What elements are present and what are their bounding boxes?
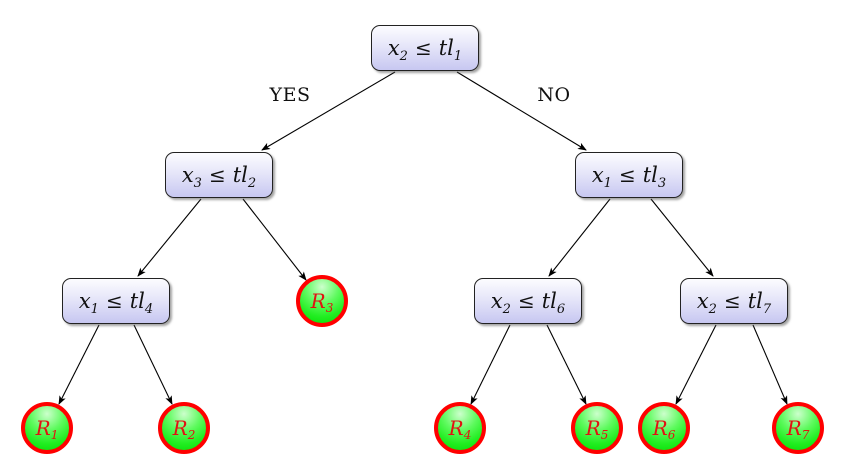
leaf-r2: R2 — [158, 402, 210, 454]
leaf-r5: R5 — [571, 402, 623, 454]
node-condition: x1≤tl4 — [78, 289, 154, 317]
node-x1-tl3: x1≤tl3 — [575, 152, 683, 198]
edge-n1-n3 — [456, 71, 587, 151]
node-condition: x1≤tl3 — [591, 163, 667, 191]
node-x1-tl4: x1≤tl4 — [62, 278, 170, 324]
leaf-r6: R6 — [638, 402, 690, 454]
node-condition: x3≤tl2 — [181, 163, 257, 191]
node-condition: x2≤tl6 — [490, 289, 566, 317]
edge-n7-r7 — [752, 324, 788, 405]
edge-n3-n7 — [650, 198, 714, 277]
node-root-x2-tl1: x2≤tl1 — [371, 25, 479, 71]
leaf-label: R6 — [652, 416, 676, 442]
edge-n4-r1 — [58, 324, 100, 405]
edge-n6-r4 — [470, 324, 511, 405]
node-x2-tl7: x2≤tl7 — [680, 278, 788, 324]
leaf-label: R2 — [172, 416, 196, 442]
leaf-label: R5 — [585, 416, 609, 442]
node-condition: x2≤tl1 — [387, 36, 463, 64]
edge-n6-r5 — [546, 324, 587, 405]
leaf-label: R1 — [35, 416, 59, 442]
node-x2-tl6: x2≤tl6 — [474, 278, 582, 324]
edge-n4-r2 — [133, 324, 173, 405]
leaf-r3: R3 — [296, 275, 348, 327]
leaf-label: R3 — [310, 289, 334, 315]
node-condition: x2≤tl7 — [696, 289, 772, 317]
leaf-r1: R1 — [21, 402, 73, 454]
edge-n1-n2 — [261, 71, 396, 151]
edge-n2-r3 — [242, 198, 307, 281]
edge-label-no: NO — [537, 84, 571, 106]
leaf-label: R4 — [448, 416, 472, 442]
leaf-r7: R7 — [772, 402, 824, 454]
node-x3-tl2: x3≤tl2 — [165, 152, 273, 198]
leaf-label: R7 — [786, 416, 810, 442]
edge-n3-n6 — [548, 198, 611, 277]
edge-label-yes: YES — [269, 84, 311, 106]
edge-n7-r6 — [675, 324, 717, 405]
edge-n2-n4 — [137, 198, 202, 277]
leaf-r4: R4 — [434, 402, 486, 454]
